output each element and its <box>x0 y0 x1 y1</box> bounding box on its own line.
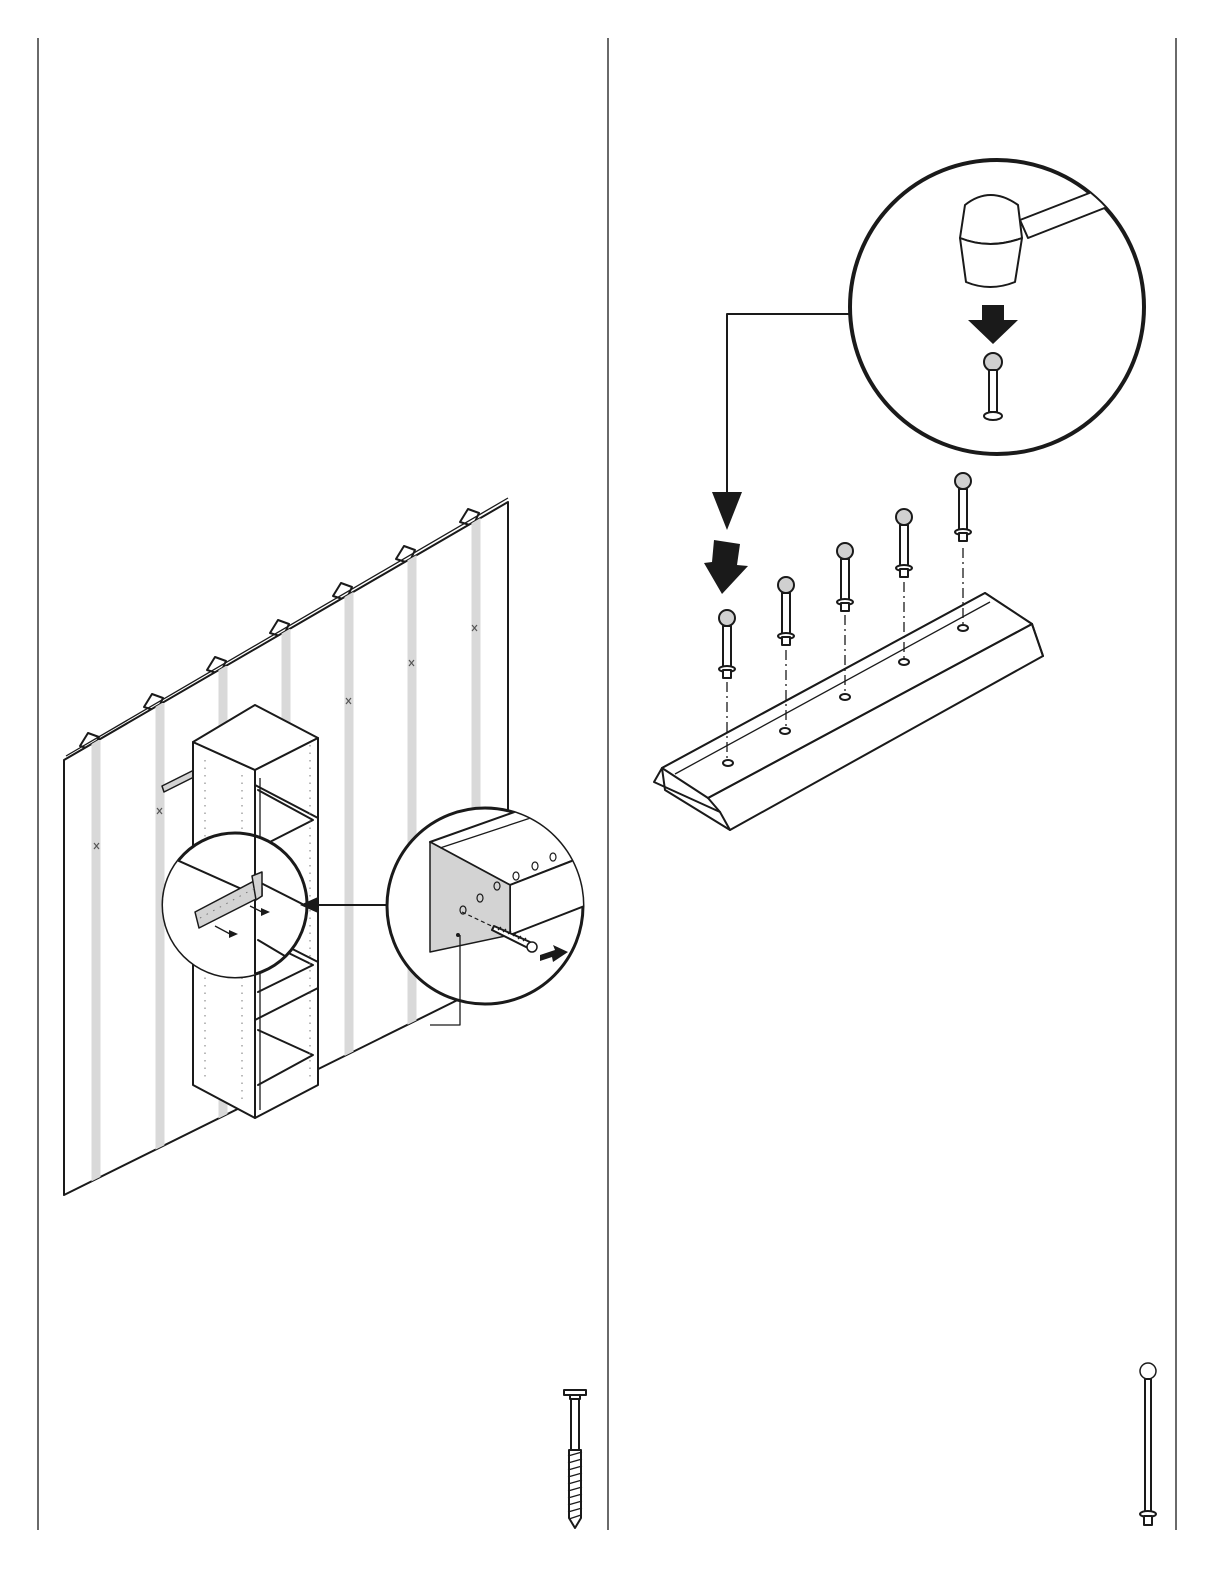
mallet-icon <box>960 195 1022 287</box>
pin-icon <box>1140 1363 1156 1525</box>
base-board <box>654 593 1043 830</box>
wall-mount-illustration <box>64 498 600 1528</box>
arrow-icon <box>704 540 748 594</box>
pin-install-illustration <box>654 160 1156 1525</box>
leader-arrow <box>712 314 850 530</box>
zoom-circle-mallet <box>850 160 1144 454</box>
screw-icon <box>564 1390 586 1528</box>
